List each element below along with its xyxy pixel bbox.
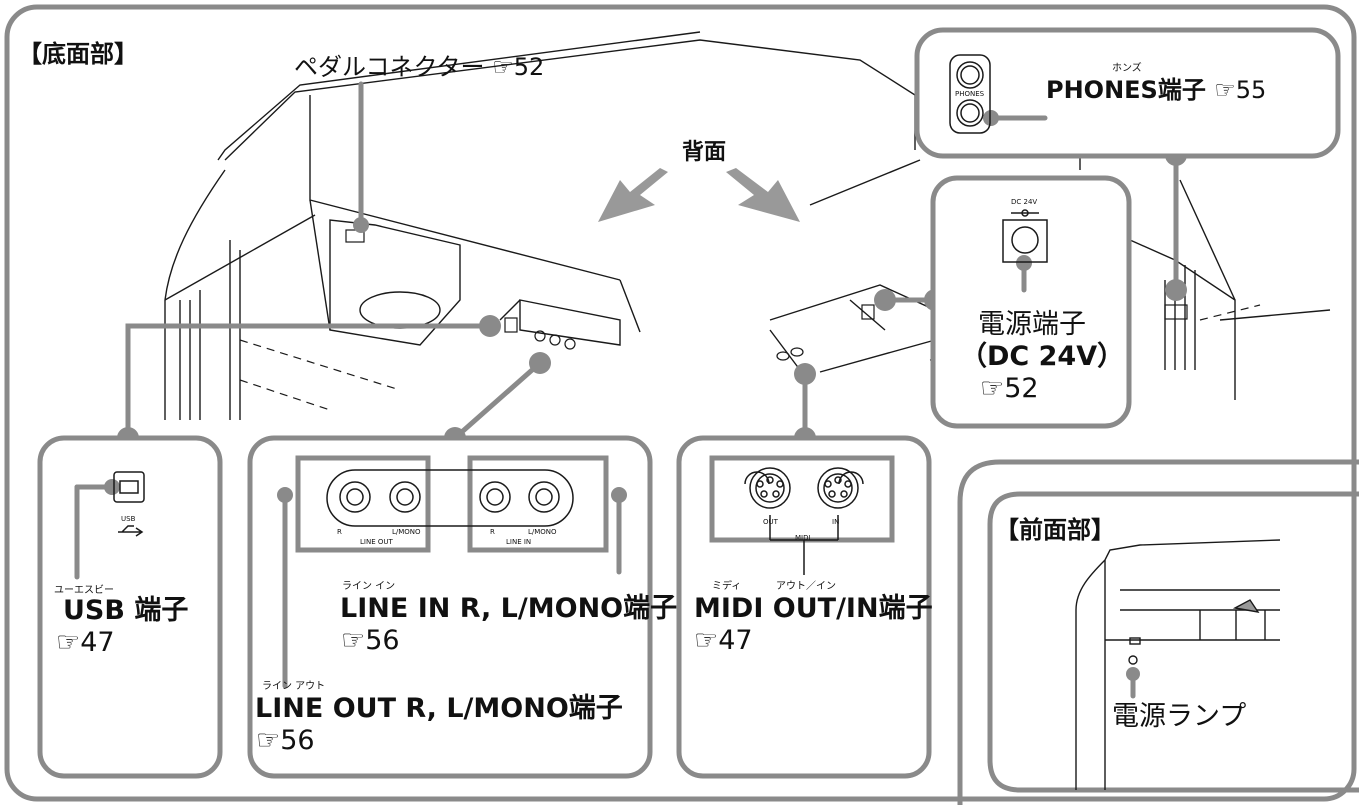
- front-outer-frame: [957, 459, 1359, 805]
- midi-jacks-icon: [709, 455, 895, 575]
- line-out-terminal-label: LINE OUT R, L/MONO端子: [255, 693, 623, 724]
- pedal-unit: [359, 291, 441, 329]
- usb-box: [37, 435, 223, 779]
- midi-in-text: IN: [832, 518, 840, 526]
- power-terminal-spec: （DC 24V）: [960, 341, 1125, 372]
- line-in-ruby: ライン イン: [342, 581, 396, 592]
- power-box: [930, 175, 1132, 429]
- outer-frame: [4, 4, 1357, 802]
- line-jacks-on-body: [534, 330, 576, 350]
- usb-connector-icon: [113, 471, 145, 537]
- bottom-section-title: 【底面部】: [18, 40, 138, 68]
- line-out-ruby: ライン アウト: [262, 681, 326, 692]
- usb-ruby: ユーエスビー: [54, 585, 114, 596]
- midi-box: [676, 435, 932, 779]
- line-out-r-text: R: [337, 528, 342, 536]
- line-in-caption: LINE IN: [506, 538, 532, 546]
- usb-icon-text: USB: [121, 515, 136, 523]
- back-label: 背面: [682, 140, 727, 165]
- phones-label: PHONES端子 ☞55: [1046, 76, 1267, 104]
- midi-out-text: OUT: [763, 518, 778, 526]
- usb-terminal-ref: ☞47: [56, 627, 115, 658]
- usb-port-on-body: [504, 317, 518, 333]
- line-out-caption: LINE OUT: [360, 538, 393, 546]
- line-in-r-text: R: [490, 528, 495, 536]
- power-lamp-label: 電源ランプ: [1112, 701, 1247, 732]
- phones-ruby: ホンズ: [1112, 63, 1142, 74]
- line-jacks-icon: [295, 455, 609, 553]
- usb-terminal-label: USB 端子: [63, 595, 189, 626]
- line-in-l-text: L/MONO: [528, 528, 557, 536]
- midi-caption: MIDI: [795, 534, 811, 542]
- phones-box: [914, 27, 1341, 159]
- front-section-title: 【前面部】: [995, 516, 1115, 544]
- line-in-terminal-label: LINE IN R, L/MONO端子: [340, 593, 678, 624]
- power-terminal-ref: ☞52: [980, 373, 1039, 404]
- piano-body-edge: [309, 95, 621, 281]
- power-terminal-label: 電源端子: [978, 309, 1086, 340]
- back-arrow-right: [726, 168, 800, 222]
- line-box: [247, 435, 653, 779]
- piano-lid-edge: [217, 31, 701, 161]
- midi-terminal-ref: ☞47: [694, 625, 753, 656]
- dc-jack-icon: [1002, 209, 1048, 263]
- front-panel-illustration: [1075, 539, 1281, 790]
- phones-jack-text: PHONES: [955, 90, 985, 98]
- midi-ruby-right: アウト／イン: [776, 581, 836, 592]
- dc-port-on-body: [861, 304, 875, 320]
- phones-jack-icon: [949, 54, 991, 134]
- midi-ports-on-body: [776, 347, 804, 361]
- back-arrow-left: [598, 168, 668, 222]
- midi-terminal-label: MIDI OUT/IN端子: [694, 593, 933, 624]
- front-box: [987, 491, 1359, 793]
- line-out-l-text: L/MONO: [392, 528, 421, 536]
- midi-ruby-left: ミディ: [712, 581, 742, 592]
- dc-jack-text: DC 24V: [1011, 198, 1038, 206]
- pedal-connector-label: ペダルコネクター ☞52: [294, 53, 545, 81]
- pedal-box: [329, 219, 461, 346]
- line-in-terminal-ref: ☞56: [341, 625, 400, 656]
- line-out-terminal-ref: ☞56: [256, 725, 315, 756]
- phones-port-on-body: [1164, 304, 1188, 320]
